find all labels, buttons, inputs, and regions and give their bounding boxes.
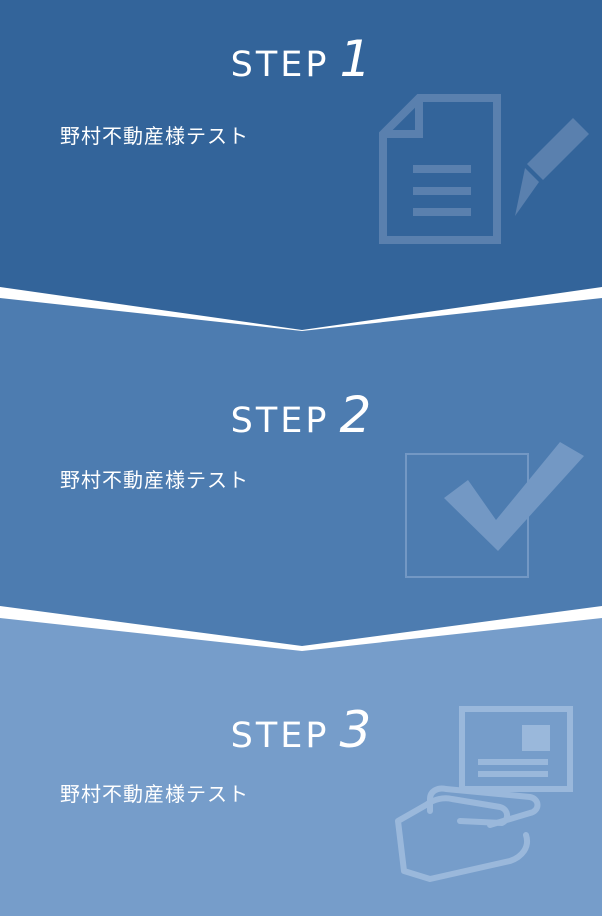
step-1-number: 1 — [339, 30, 372, 88]
checkbox-check-icon — [405, 442, 584, 578]
step-2-description: 野村不動産様テスト — [60, 468, 249, 492]
step-1-description: 野村不動産様テスト — [60, 124, 249, 148]
step-1-background — [0, 0, 602, 330]
step-3-label: STEP — [230, 716, 330, 756]
step-2-label: STEP — [230, 401, 330, 441]
step-2-background — [0, 298, 602, 646]
hand-card-icon — [395, 706, 573, 882]
step-2-number: 2 — [339, 386, 372, 444]
step-1-label: STEP — [230, 45, 330, 85]
document-pencil-icon — [379, 94, 589, 244]
step-3-number: 3 — [339, 701, 372, 759]
step-3-description: 野村不動産様テスト — [60, 782, 249, 806]
step-3-background — [0, 618, 602, 916]
